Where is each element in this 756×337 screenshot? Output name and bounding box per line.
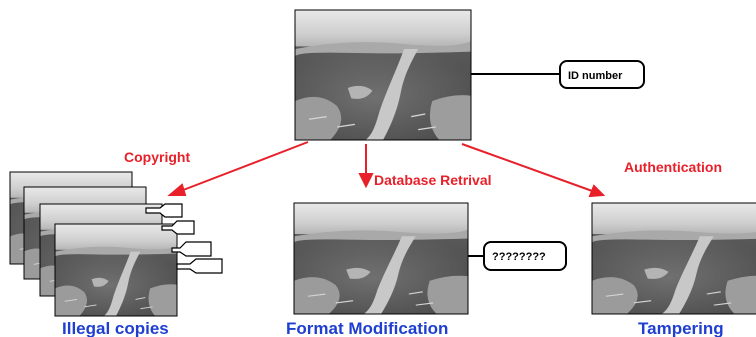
tampered-image [591,202,756,315]
illegal-copies-stack [9,171,223,317]
copy-image-4 [54,223,178,317]
copyright-arrow [177,141,309,193]
copyright-arrowhead [167,183,187,196]
authentication-label: Authentication [624,159,722,175]
authentication-arrow [461,143,596,193]
id-number-box: ID number [559,60,645,89]
format-modified-image [293,202,469,315]
copy-tags [145,203,223,274]
original-image [294,9,472,141]
copy-tag-3 [171,241,212,257]
copy-tag-2 [161,220,195,235]
format-modification-caption: Format Modification [286,319,448,337]
unknown-id-label: ???????? [492,251,546,263]
tampering-caption: Tampering [638,319,724,337]
copy-tag-1 [145,203,183,218]
database-retrieval-label: Database Retrival [374,172,492,188]
unknown-id-box: ???????? [483,241,567,271]
copy-tag-4 [176,258,223,274]
id-number-label: ID number [568,70,623,82]
copyright-label: Copyright [124,149,190,165]
database-arrowhead [358,173,374,189]
authentication-arrowhead [588,184,606,198]
illegal-copies-caption: Illegal copies [62,319,169,337]
